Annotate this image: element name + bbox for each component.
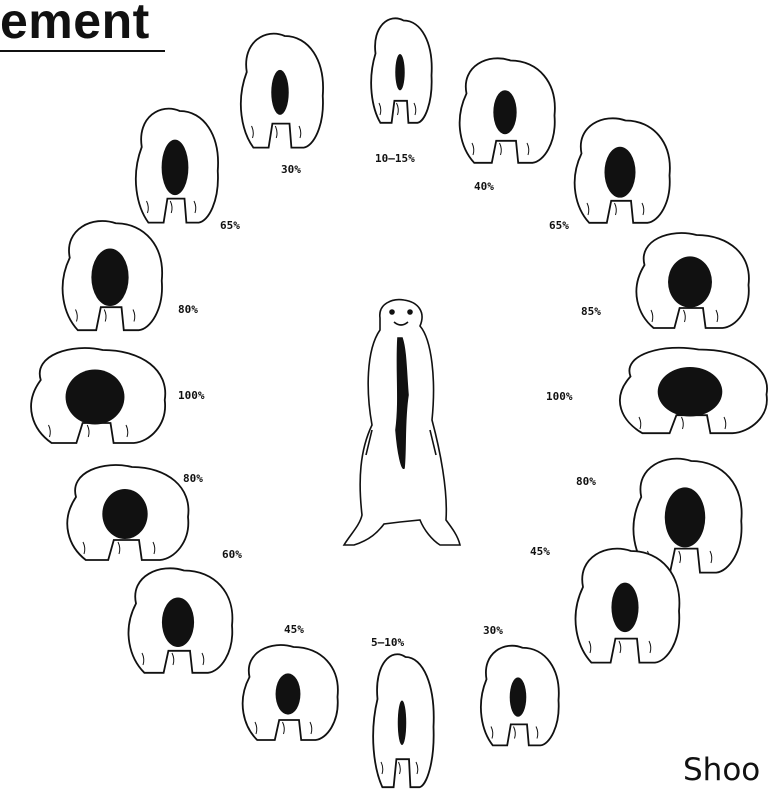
fur-stroke <box>275 126 277 138</box>
fur-stroke <box>283 722 285 734</box>
center-standing-bear <box>344 300 460 545</box>
vital-zone <box>611 583 638 633</box>
bear-left-3 <box>63 221 163 330</box>
bear-top <box>371 18 432 122</box>
vital-zone <box>66 370 125 425</box>
vital-percent-label: 65% <box>549 219 569 232</box>
vital-percent-label: 100% <box>178 389 205 402</box>
vital-percent-label: 60% <box>222 548 242 561</box>
corner-heading-fragment: Shoo <box>683 752 760 788</box>
vital-percent-label: 30% <box>483 624 503 637</box>
fur-stroke <box>172 653 174 665</box>
vital-percent-label: 65% <box>220 219 240 232</box>
fur-stroke <box>500 143 502 155</box>
fur-stroke <box>170 201 172 213</box>
vital-zone <box>162 597 194 647</box>
fur-stroke <box>679 551 681 563</box>
bear-top-left-2 <box>241 34 323 148</box>
vital-zone <box>493 90 516 134</box>
bear-right-1 <box>636 233 749 328</box>
fur-stroke <box>104 310 106 322</box>
bear-bottom-left-1 <box>243 645 338 740</box>
fur-stroke <box>684 310 686 322</box>
vital-zone <box>510 677 527 716</box>
vital-zone <box>91 249 128 307</box>
vital-percent-label: 5–10% <box>371 636 404 649</box>
bear-top-right-1 <box>460 58 555 162</box>
vital-zone <box>395 54 404 90</box>
vital-zone <box>276 673 301 714</box>
vital-percent-label: 10–15% <box>375 152 415 165</box>
bear-top-left-1 <box>136 109 218 223</box>
fur-stroke <box>399 762 401 774</box>
vital-percent-label: 30% <box>281 163 301 176</box>
vital-zone <box>604 147 635 198</box>
bear-left-2 <box>31 348 165 443</box>
fur-stroke <box>514 727 516 739</box>
vital-percent-label: 45% <box>284 623 304 636</box>
vital-zone <box>665 487 706 547</box>
vital-zone <box>668 256 712 307</box>
vital-percent-label: 80% <box>576 475 596 488</box>
bear-left-1 <box>67 465 188 560</box>
vital-zone <box>102 489 147 539</box>
vital-zone <box>658 367 723 417</box>
fur-stroke <box>615 203 617 215</box>
fur-stroke <box>397 103 399 115</box>
vital-percent-label: 40% <box>474 180 494 193</box>
vital-percent-label: 100% <box>546 390 573 403</box>
bear-bottom-right-1 <box>576 549 680 663</box>
vital-zone <box>162 140 189 196</box>
vital-percent-label: 80% <box>178 303 198 316</box>
bear-bottom-left-2 <box>129 568 233 672</box>
vital-percent-label: 45% <box>530 545 550 558</box>
fur-stroke <box>118 542 120 554</box>
vital-percent-label: 80% <box>183 472 203 485</box>
bear-bottom <box>373 654 434 787</box>
vital-percent-label: 85% <box>581 305 601 318</box>
vital-zone <box>271 70 288 115</box>
vital-zone <box>398 700 406 745</box>
bear-top-right-2 <box>575 118 670 222</box>
bear-bottom-right-2 <box>481 646 559 746</box>
fur-stroke <box>619 641 621 653</box>
bear-right-2 <box>620 348 767 433</box>
fur-stroke <box>87 425 89 437</box>
fur-stroke <box>682 417 684 429</box>
